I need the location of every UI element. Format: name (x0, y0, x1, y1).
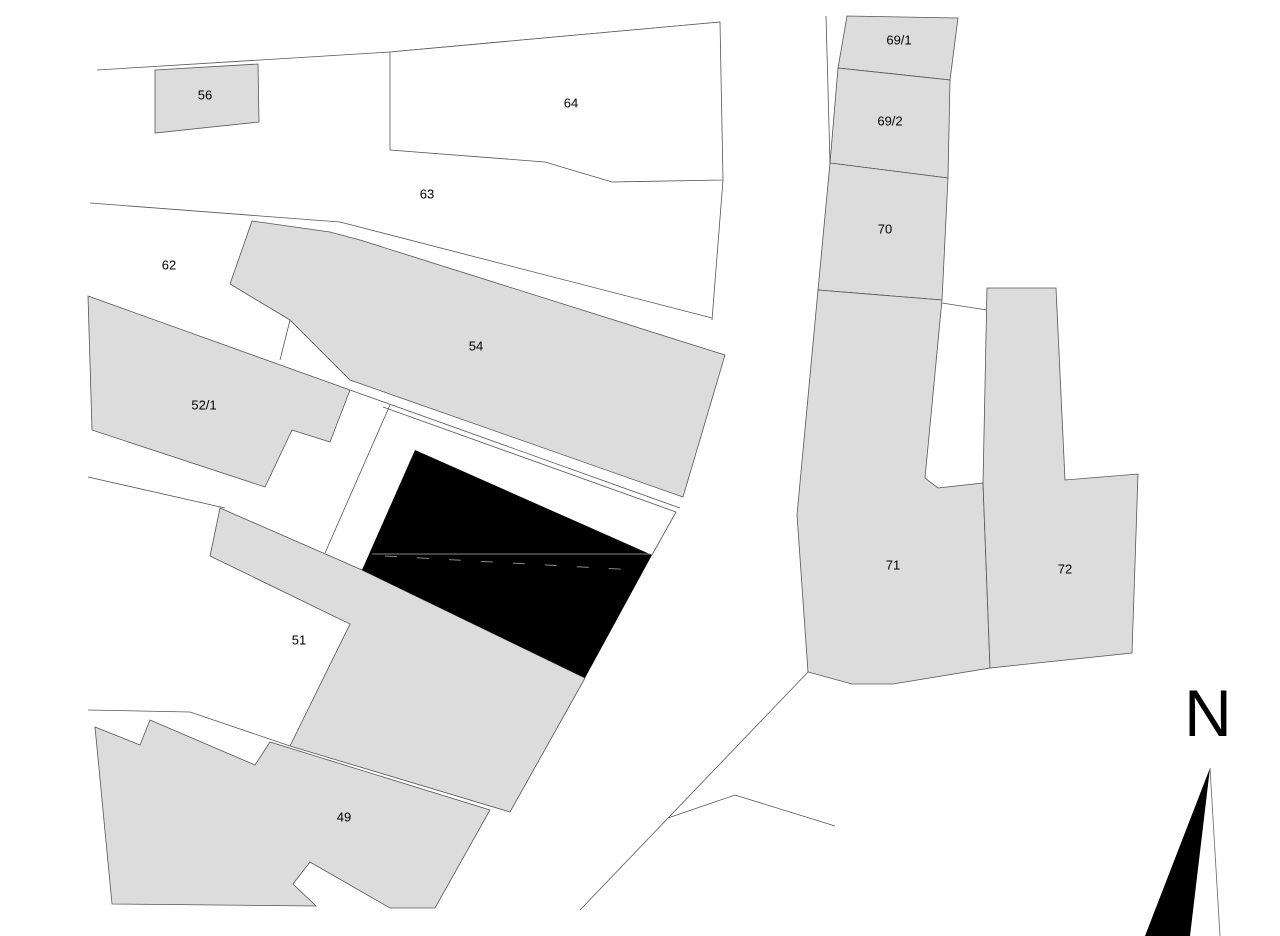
label-54: 54 (469, 338, 483, 353)
parcel-labels: 56 64 63 62 54 52/1 51 49 69/1 69/2 70 7… (162, 32, 1072, 824)
parcel-56[interactable] (154, 63, 260, 134)
label-49: 49 (337, 809, 351, 824)
parcel-52-1[interactable] (87, 295, 351, 488)
parcel-71[interactable] (796, 289, 991, 685)
label-56: 56 (198, 87, 212, 102)
label-69-2: 69/2 (877, 113, 902, 128)
label-70: 70 (878, 221, 892, 236)
label-62: 62 (162, 257, 176, 272)
parcel-54[interactable] (229, 220, 726, 498)
parcel-lines (87, 15, 988, 911)
label-64: 64 (564, 95, 578, 110)
parcel-49[interactable] (94, 719, 491, 909)
north-arrow-icon (1145, 768, 1210, 936)
parcel-72[interactable] (982, 287, 1139, 669)
label-71: 71 (886, 557, 900, 572)
label-63: 63 (420, 186, 434, 201)
label-72: 72 (1058, 561, 1072, 576)
label-51: 51 (292, 632, 306, 647)
highlighted-parcel[interactable] (362, 450, 652, 678)
north-arrow: N (1145, 676, 1232, 936)
label-69-1: 69/1 (886, 32, 911, 47)
highlight-dashed-line (384, 555, 637, 571)
north-label: N (1184, 676, 1232, 750)
label-52-1: 52/1 (191, 397, 216, 412)
parcel-64[interactable] (389, 21, 724, 183)
parcel-51-building[interactable] (209, 507, 586, 813)
